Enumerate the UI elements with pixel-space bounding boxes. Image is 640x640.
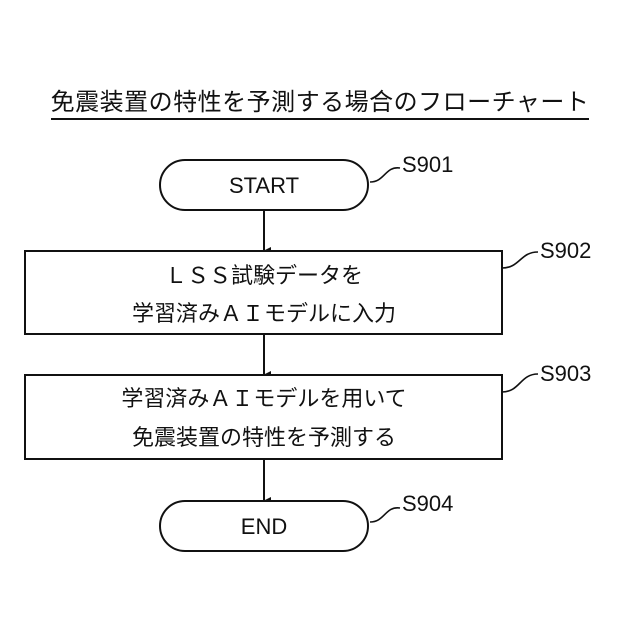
s901-leader [370, 168, 400, 182]
s902-line-2: 学習済みＡＩモデルに入力 [132, 302, 396, 327]
s904-label: S904 [402, 491, 453, 516]
s902-leader [502, 252, 538, 268]
s903-leader [502, 374, 538, 392]
s902-line-1: ＬＳＳ試験データを [165, 264, 363, 289]
s904-leader [370, 508, 400, 522]
s902-label: S902 [540, 238, 591, 263]
s901-label: S901 [402, 152, 453, 177]
s903-line-2: 免震装置の特性を予測する [132, 426, 396, 451]
s903-line-1: 学習済みＡＩモデルを用いて [121, 387, 406, 412]
s903-label: S903 [540, 361, 591, 386]
end-text: END [241, 514, 287, 539]
start-text: START [229, 173, 299, 198]
